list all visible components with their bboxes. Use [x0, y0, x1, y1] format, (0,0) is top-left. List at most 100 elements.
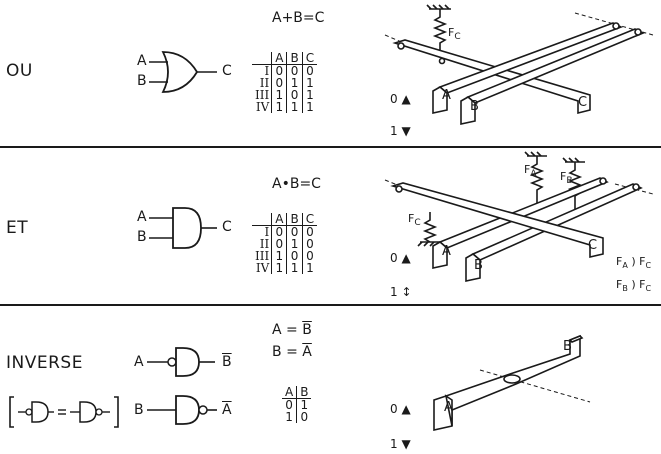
truth-table-header: A — [271, 52, 287, 65]
bar-label-b-et: B — [474, 258, 483, 273]
inverter-2-input: B — [134, 402, 144, 418]
row-numeral: I — [264, 225, 270, 239]
inverter-1-output: B — [222, 354, 232, 370]
bar-label-b-inverse: B — [563, 339, 572, 354]
table-row: I 0 0 0 — [252, 64, 318, 78]
table-row: II 0 1 1 — [252, 76, 318, 90]
row-numeral: IV — [255, 261, 270, 275]
inverter-gate-1 — [147, 347, 215, 377]
cell: 1 — [286, 101, 303, 113]
or-gate-input-a: A — [137, 53, 147, 69]
cell: 0 — [301, 64, 318, 77]
truth-table-header: C — [301, 52, 318, 65]
table-row: IV 1 1 1 — [252, 261, 318, 275]
inverter-1-input: A — [134, 354, 144, 370]
section-divider — [0, 146, 661, 148]
cell: 0 — [301, 225, 318, 238]
section-label-inverse: INVERSE — [6, 353, 83, 373]
condition-fb-fc: FB ) FC — [616, 278, 652, 294]
or-gate-output-c: C — [222, 63, 232, 79]
section-label-ou: OU — [6, 61, 33, 81]
cell: 0 — [301, 238, 318, 250]
table-row: III 1 0 1 — [252, 88, 318, 102]
row-numeral: III — [255, 249, 270, 263]
bar-label-a-inverse: A — [444, 400, 453, 415]
force-label-fc-et: FC — [408, 212, 421, 229]
table-row: 1 0 — [282, 410, 312, 424]
condition-fa-fc: FA ) FC — [616, 255, 652, 271]
and-gate-input-a: A — [137, 209, 147, 225]
truth-table-header: A — [282, 386, 297, 399]
table-row: II 0 1 0 — [252, 237, 318, 251]
cell: 0 — [286, 225, 303, 238]
force-label-fb: FB — [560, 170, 573, 187]
row-numeral: II — [259, 237, 270, 251]
cell: 1 — [301, 101, 318, 113]
cell: 0 — [286, 89, 303, 101]
cell: 1 — [285, 410, 293, 424]
row-numeral: I — [264, 64, 270, 78]
direction-zero-inverse: 0 ▲ — [390, 402, 411, 416]
table-row: I 0 0 0 — [252, 225, 318, 239]
cell: 1 — [271, 89, 287, 101]
row-numeral: II — [259, 76, 270, 90]
force-label-fc-ou: FC — [448, 26, 461, 43]
equation-a-eq-not-b: A = B — [272, 322, 312, 338]
cell: 1 — [301, 77, 318, 89]
equation-b-eq-not-a: B = A — [272, 344, 312, 360]
cell: 1 — [286, 238, 303, 250]
table-row: IV 1 1 1 — [252, 100, 318, 114]
bar-label-c-et: C — [588, 238, 598, 253]
or-gate-input-b: B — [137, 73, 147, 89]
direction-one-et: 1 ↕ — [390, 285, 412, 299]
truth-table-header: B — [296, 386, 312, 399]
inverter-gate-2 — [147, 395, 217, 425]
cell: 1 — [296, 398, 312, 411]
section-divider — [0, 304, 661, 306]
truth-table-inverse: A B 0 1 1 0 — [282, 386, 312, 424]
bar-label-a-ou: A — [442, 88, 451, 103]
row-numeral: III — [255, 88, 270, 102]
cell: 1 — [286, 77, 303, 89]
cell: 1 — [271, 101, 287, 113]
cell: 0 — [271, 238, 287, 250]
cell: 0 — [286, 64, 303, 77]
direction-zero-ou: 0 ▲ — [390, 92, 411, 106]
mechanism-ou — [384, 4, 654, 125]
bar-label-b-ou: B — [470, 99, 479, 114]
equation-et: A•B=C — [272, 176, 321, 192]
cell: 0 — [271, 77, 287, 89]
row-numeral: IV — [255, 100, 270, 114]
cell: 1 — [271, 250, 287, 262]
section-label-et: ET — [6, 218, 29, 238]
direction-zero-et: 0 ▲ — [390, 251, 411, 265]
cell: 1 — [301, 89, 318, 101]
bar-label-c-ou: C — [578, 95, 588, 110]
cell: 1 — [271, 262, 287, 274]
truth-table-header: B — [286, 52, 303, 65]
truth-table-et: A B C I 0 0 0 II 0 1 0 III 1 0 0 IV 1 1 … — [252, 213, 318, 275]
truth-table-header: B — [286, 213, 303, 226]
direction-one-inverse: 1 ▼ — [390, 437, 411, 451]
truth-table-ou: A B C I 0 0 0 II 0 1 1 III 1 0 1 IV 1 1 … — [252, 52, 318, 114]
cell: 1 — [301, 262, 318, 274]
cell: 0 — [285, 398, 293, 412]
cell: 0 — [286, 250, 303, 262]
mechanism-inverse — [433, 334, 591, 431]
bar-label-a-et: A — [442, 244, 451, 259]
table-row: III 1 0 0 — [252, 249, 318, 263]
inverter-equivalence-icon — [9, 396, 119, 428]
cell: 0 — [271, 64, 287, 77]
cell: 1 — [286, 262, 303, 274]
cell: 0 — [271, 225, 287, 238]
cell: 0 — [301, 250, 318, 262]
inverter-2-output: A — [222, 402, 232, 418]
force-label-fa: FA — [524, 163, 537, 180]
cell: 0 — [296, 411, 312, 423]
and-gate-input-b: B — [137, 229, 147, 245]
direction-one-ou: 1 ▼ — [390, 124, 411, 138]
and-gate-symbol — [149, 207, 217, 249]
table-row: 0 1 — [282, 398, 312, 412]
truth-table-header: A — [271, 213, 287, 226]
truth-table-header: C — [301, 213, 318, 226]
